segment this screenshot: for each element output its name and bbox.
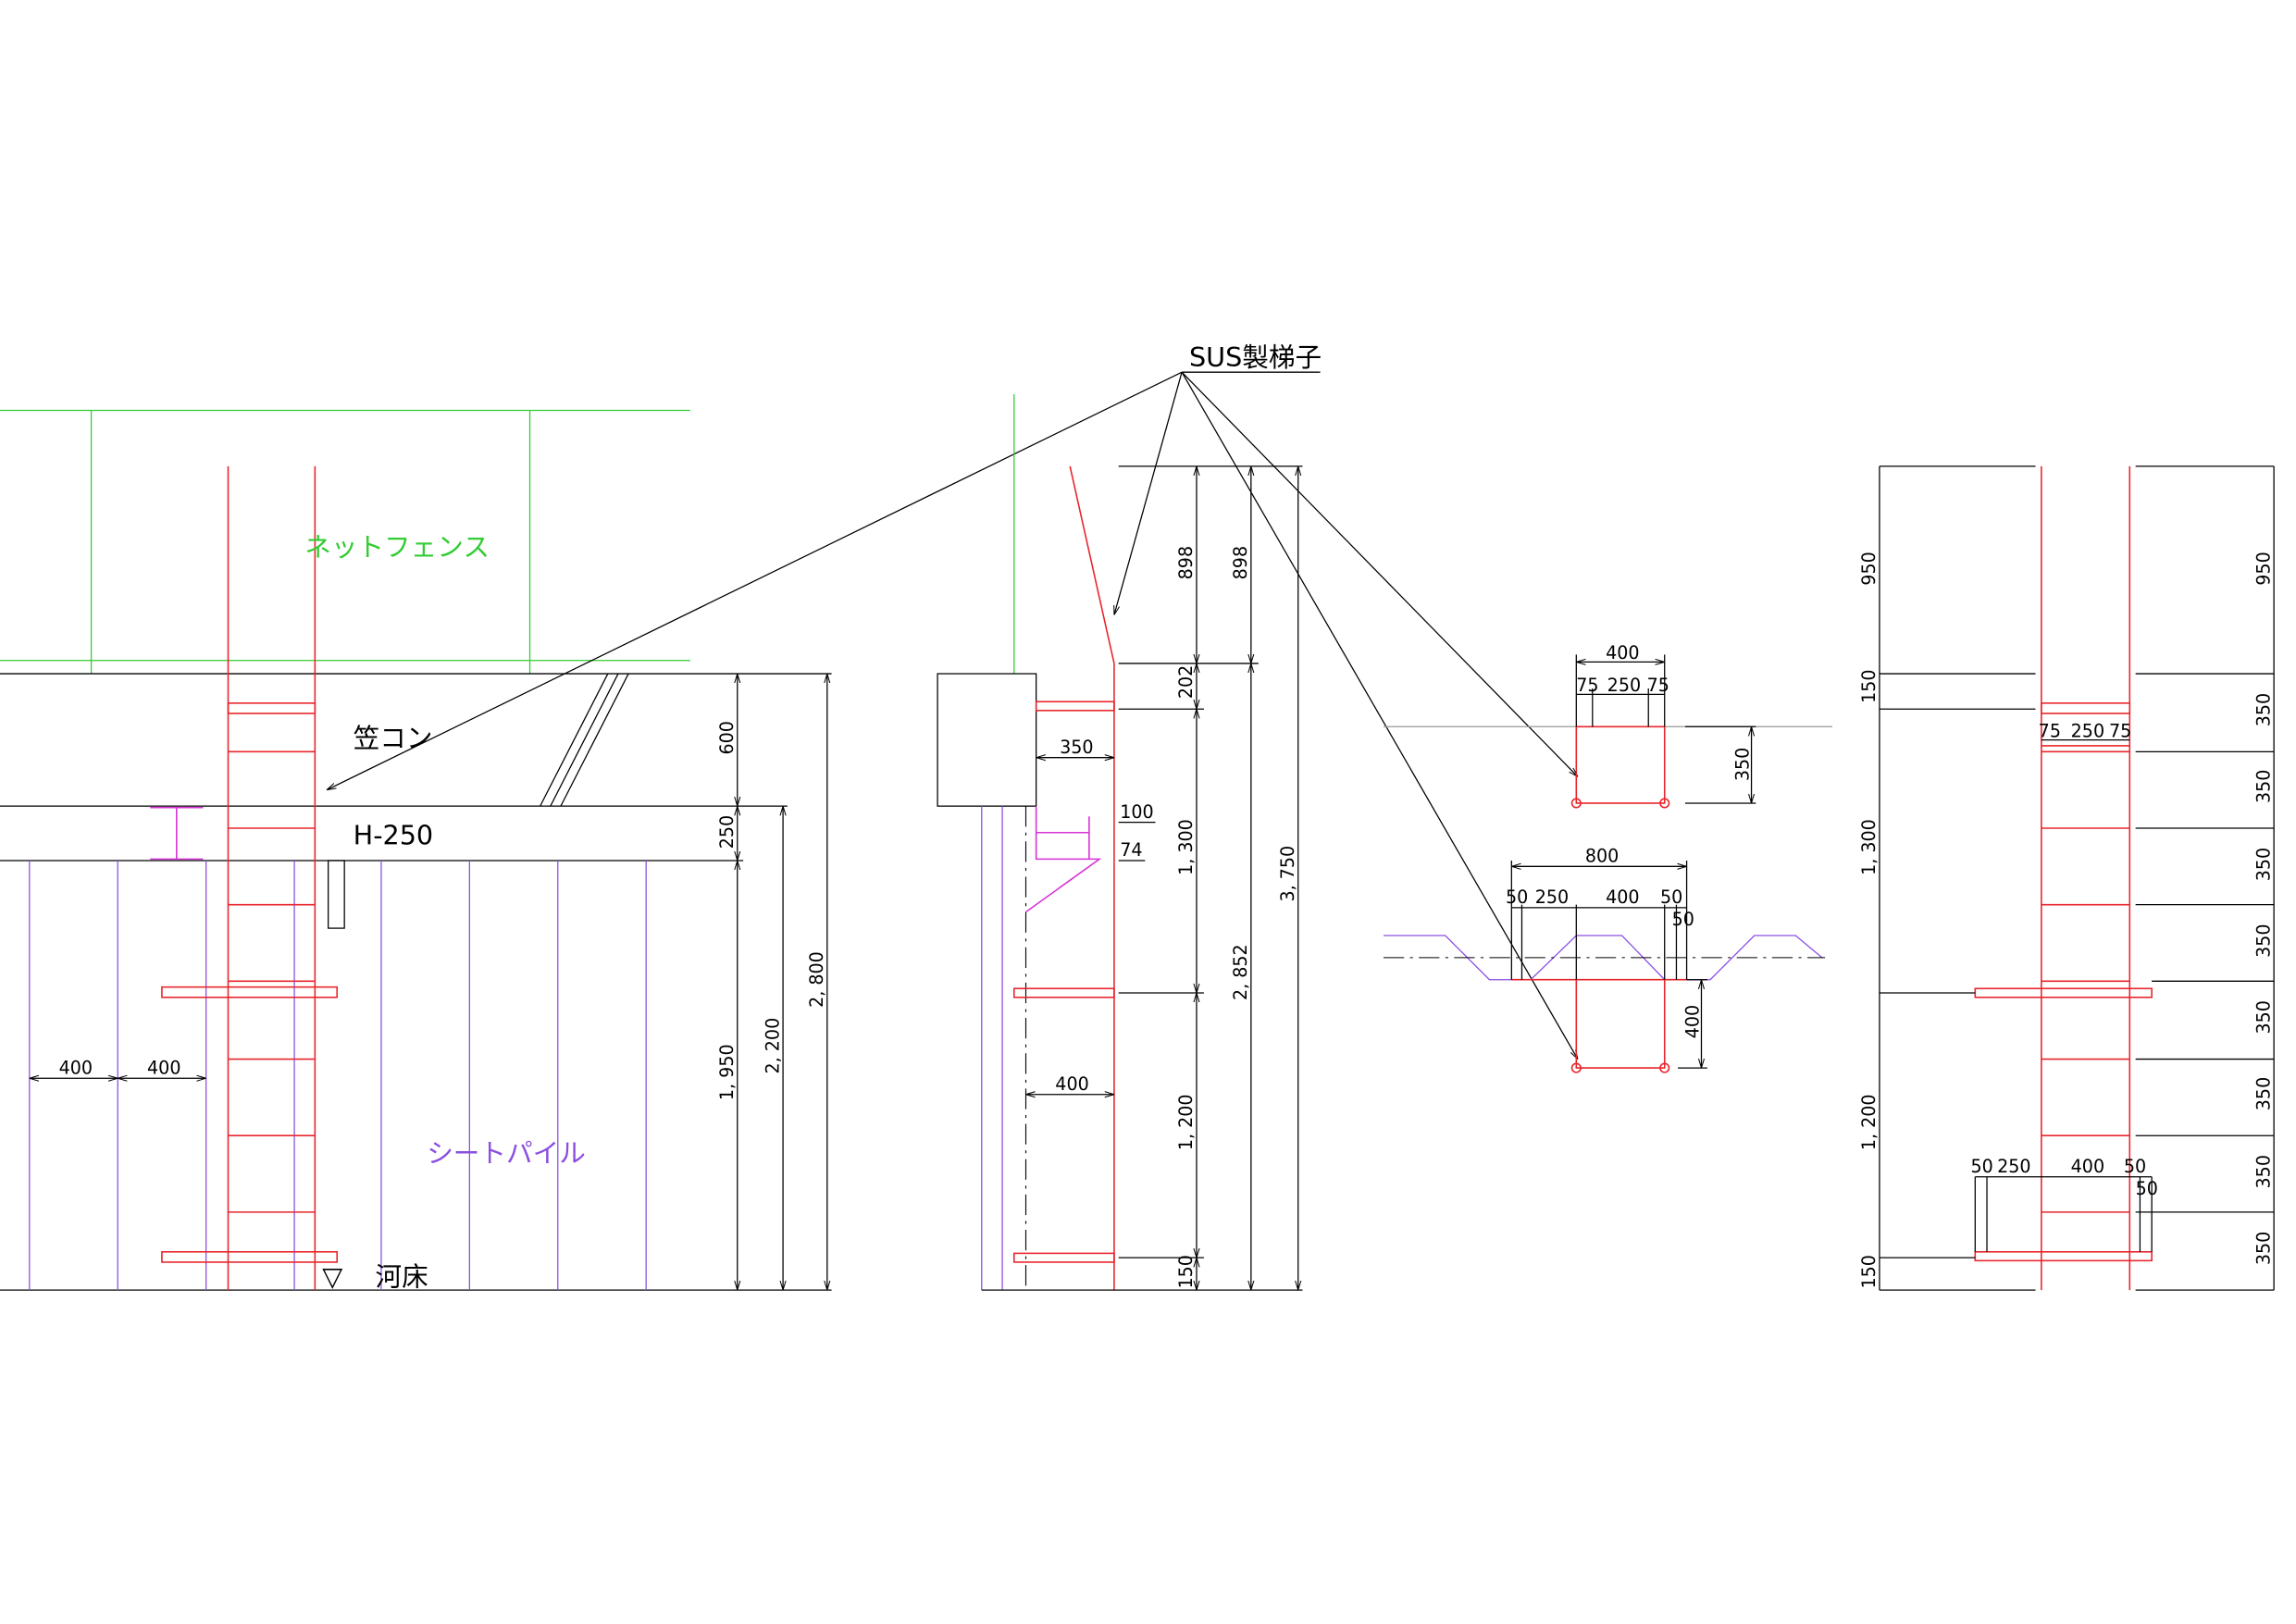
dim-50-b: 50 <box>1660 887 1682 908</box>
riverbed-symbol-icon: ▽ <box>322 1260 342 1292</box>
dim-1300: 1, 300 <box>1176 819 1197 875</box>
ladder-leader: SUS製梯子 <box>327 341 1578 1060</box>
dim-250: 250 <box>1997 1157 2030 1177</box>
dim-50-c: 50 <box>1672 910 1694 930</box>
dim-75-a: 75 <box>2039 721 2061 741</box>
dim-950-left: 950 <box>1859 552 1880 585</box>
dim-150-top: 150 <box>1859 669 1880 702</box>
dim-800: 800 <box>1585 847 1619 867</box>
sus-ladder-label: SUS製梯子 <box>1189 341 1322 373</box>
dim-1200: 1, 200 <box>1859 1094 1880 1150</box>
dim-250: 250 <box>2071 721 2104 741</box>
h-beam-label: H-250 <box>354 819 433 850</box>
dim-1950: 1, 950 <box>717 1044 738 1100</box>
dim-400-a: 400 <box>59 1058 93 1078</box>
dim-350: 350 <box>2253 1232 2274 1265</box>
dim-50-a: 50 <box>1971 1157 1993 1177</box>
dim-202: 202 <box>1176 665 1197 699</box>
plan-top-view: 400 75 250 75 350 <box>1383 643 1833 809</box>
dim-2852: 2, 852 <box>1231 944 1251 1000</box>
left-dimensions: 400 400 600 250 1, 950 2, 200 2, 800 <box>29 674 827 1291</box>
dim-400: 400 <box>1055 1074 1088 1095</box>
net-fence-label: ネットフェンス <box>304 531 490 563</box>
dim-350: 350 <box>2253 770 2274 803</box>
dim-250: 250 <box>1607 676 1641 696</box>
dim-74: 74 <box>1120 840 1142 861</box>
dim-50-a: 50 <box>1506 887 1528 908</box>
right-elevation-view: 950 150 1, 300 1, 200 150 950 350 350 35… <box>1859 465 2275 1291</box>
sheet-pile-label: シートパイル <box>427 1137 586 1169</box>
dim-1300: 1, 300 <box>1859 819 1880 875</box>
left-elevation-view: 400 400 600 250 1, 950 2, 200 2, 800 ネット… <box>0 409 832 1292</box>
net-fence <box>0 409 690 675</box>
dim-1200: 1, 200 <box>1176 1094 1197 1150</box>
dim-2200: 2, 200 <box>763 1018 783 1074</box>
coping-concrete <box>0 673 832 1291</box>
dim-350: 350 <box>2253 693 2274 726</box>
dim-400: 400 <box>1606 643 1639 663</box>
dim-400-width: 400 <box>1606 887 1639 908</box>
h-beam <box>150 806 204 861</box>
dim-350: 350 <box>2253 924 2274 957</box>
plan-bottom-view: 800 50 250 400 50 50 400 <box>1383 847 1826 1073</box>
dim-75-a: 75 <box>1576 676 1598 696</box>
dim-350: 350 <box>1732 748 1753 781</box>
side-dimensions: 898 898 202 1, 300 2, 852 3, 750 1, 200 … <box>1025 465 1303 1291</box>
sheet-piles <box>29 860 647 1291</box>
right-dimensions: 950 150 1, 300 1, 200 150 950 350 350 35… <box>1859 465 2275 1291</box>
riverbed-label: 河床 <box>376 1260 428 1292</box>
ladder-front <box>161 465 338 1291</box>
dim-400-b: 400 <box>147 1058 180 1078</box>
dim-2800: 2, 800 <box>807 951 827 1008</box>
dim-600: 600 <box>717 721 738 754</box>
dim-350: 350 <box>1060 738 1093 758</box>
dim-350: 350 <box>2253 1077 2274 1110</box>
dim-400-depth: 400 <box>1682 1005 1703 1038</box>
coping-label: 笠コン <box>354 723 433 754</box>
dim-250: 250 <box>1535 887 1569 908</box>
dim-150: 150 <box>1176 1255 1197 1288</box>
dim-898-b: 898 <box>1231 546 1251 579</box>
dim-350: 350 <box>2253 1000 2274 1034</box>
dim-75-b: 75 <box>2109 721 2131 741</box>
dim-400: 400 <box>2071 1157 2104 1177</box>
dim-100: 100 <box>1120 802 1153 823</box>
dim-150-bottom: 150 <box>1859 1255 1880 1288</box>
dim-350: 350 <box>2253 848 2274 881</box>
dim-950-right: 950 <box>2253 552 2274 585</box>
dim-898-a: 898 <box>1176 546 1197 579</box>
dim-3750: 3, 750 <box>1278 846 1298 902</box>
side-section-view: 898 898 202 1, 300 2, 852 3, 750 1, 200 … <box>937 394 1303 1291</box>
dim-75-b: 75 <box>1647 676 1669 696</box>
dim-250: 250 <box>717 815 738 849</box>
dim-50-b: 50 <box>2124 1157 2146 1177</box>
dim-350: 350 <box>2253 1155 2274 1188</box>
dim-50-c: 50 <box>2136 1179 2158 1199</box>
